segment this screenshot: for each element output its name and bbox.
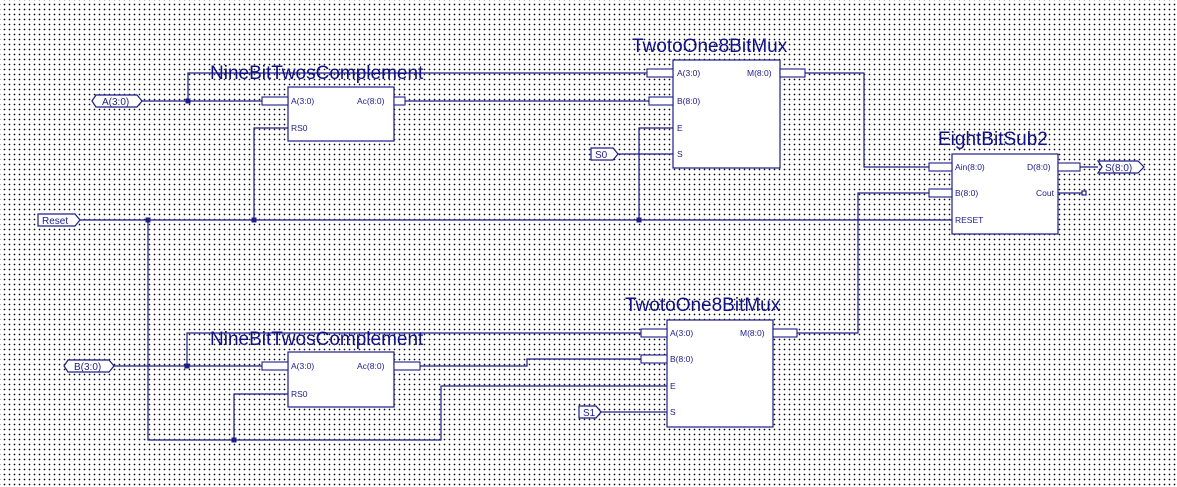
- mux-top-title: TwotoOne8BitMux: [632, 36, 788, 57]
- mux-bot-block[interactable]: TwotoOne8BitMux A(3:0) B(8:0) E S M(8:0): [625, 295, 798, 428]
- comp-bot-pin-a-label: A(3:0): [291, 361, 314, 371]
- mux-top-pin-s-label: S: [677, 149, 683, 159]
- mux-bot-pin-a-label: A(3:0): [670, 328, 693, 338]
- mux-bot-b-pin: [640, 354, 668, 364]
- junction-dot: [145, 217, 151, 223]
- comp-bot-block[interactable]: NineBitTwosComplement A(3:0) RS0 Ac(8:0): [210, 329, 424, 408]
- port-a-shape: [91, 94, 143, 108]
- sub-pin-reset-label: RESET: [955, 215, 983, 225]
- port-reset-label: Reset: [42, 216, 68, 227]
- comp-top-pin-rs-label: RS0: [291, 123, 308, 133]
- comp-top-pin-ac-label: Ac(8:0): [357, 96, 385, 106]
- comp-bot-ac-pin: [393, 361, 421, 371]
- mux-bot-m-pin: [772, 328, 798, 338]
- wire-reset-e-top: [638, 127, 673, 220]
- wire-b-to-mux-bot: [186, 332, 641, 366]
- comp-bot-title: NineBitTwosComplement: [210, 329, 424, 350]
- comp-top-body: [287, 86, 395, 142]
- sub-pin-cout-label: Cout: [1036, 188, 1055, 198]
- mux-bot-a-pin: [640, 328, 668, 338]
- junction-dot: [251, 217, 257, 223]
- port-s-output[interactable]: S(8:0): [1096, 160, 1145, 174]
- port-a-label: A(3:0): [102, 97, 129, 108]
- port-b-label: B(3:0): [74, 362, 101, 373]
- junctions: [145, 98, 1087, 443]
- sub-pin-b-label: B(8:0): [955, 188, 978, 198]
- port-s-shape: [1096, 160, 1145, 174]
- port-s-label: S(8:0): [1105, 163, 1132, 174]
- mux-top-b-pin: [648, 96, 674, 106]
- mux-bot-pin-b-label: B(8:0): [670, 354, 693, 364]
- port-a-input[interactable]: A(3:0): [91, 94, 143, 108]
- wire-reset-rs0-top: [253, 127, 289, 220]
- mux-bot-body: [666, 319, 774, 428]
- junction-dot: [185, 98, 191, 104]
- mux-top-pin-a-label: A(3:0): [677, 68, 700, 78]
- mux-top-body: [672, 59, 781, 169]
- mux-bot-pin-e-label: E: [670, 381, 676, 391]
- wire-m-top: [805, 72, 929, 168]
- port-b-shape: [63, 359, 115, 373]
- mux-top-pin-b-label: B(8:0): [677, 96, 700, 106]
- wire-ac-bot: [420, 358, 641, 367]
- wire-reset-rs0-bot: [233, 393, 289, 440]
- mux-top-pin-e-label: E: [677, 123, 683, 133]
- sub-ain-pin: [928, 162, 953, 172]
- sub-pin-d-label: D(8:0): [1027, 162, 1051, 172]
- port-s0-label: S0: [595, 150, 608, 161]
- port-s1-input[interactable]: S1: [578, 405, 602, 419]
- mux-top-pin-m-label: M(8:0): [747, 68, 772, 78]
- port-s1-shape: [578, 405, 602, 419]
- port-s1-label: S1: [583, 408, 596, 419]
- mux-top-block[interactable]: TwotoOne8BitMux A(3:0) B(8:0) E S M(8:0): [632, 36, 806, 169]
- comp-bot-pin-rs-label: RS0: [291, 389, 308, 399]
- wire-m-bot: [797, 192, 929, 334]
- mux-bot-pin-m-label: M(8:0): [740, 328, 765, 338]
- comp-bot-pin-ac-label: Ac(8:0): [357, 361, 385, 371]
- wire-reset-bottom: [147, 220, 667, 441]
- sub-d-pin: [1057, 162, 1081, 172]
- junction-dot: [184, 363, 190, 369]
- port-s0-input[interactable]: S0: [590, 147, 619, 161]
- mux-bot-pin-s-label: S: [670, 407, 676, 417]
- comp-bot-a-pin: [261, 361, 289, 371]
- port-reset-input[interactable]: Reset: [37, 213, 81, 227]
- comp-bot-body: [287, 351, 395, 408]
- comp-top-title: NineBitTwosComplement: [210, 63, 424, 84]
- sub-block[interactable]: EightBitSub2 Ain(8:0) B(8:0) RESET D(8:0…: [928, 129, 1081, 235]
- port-s0-shape: [590, 147, 619, 161]
- junction-dot: [231, 437, 237, 443]
- sub-b-pin: [928, 188, 953, 198]
- port-b-input[interactable]: B(3:0): [63, 359, 115, 373]
- mux-top-m-pin: [779, 68, 806, 78]
- sub-title: EightBitSub2: [938, 129, 1048, 150]
- wire-a-to-mux-top: [187, 72, 647, 101]
- comp-top-pin-a-label: A(3:0): [291, 96, 314, 106]
- mux-top-a-pin: [646, 68, 674, 78]
- comp-top-ac-pin: [393, 96, 406, 106]
- mux-bot-title: TwotoOne8BitMux: [625, 295, 781, 316]
- junction-dot: [636, 217, 642, 223]
- comp-top-a-pin: [261, 96, 289, 106]
- comp-top-block[interactable]: NineBitTwosComplement A(3:0) RS0 Ac(8:0): [210, 63, 424, 142]
- sub-pin-ain-label: Ain(8:0): [955, 162, 985, 172]
- cout-terminal: [1081, 190, 1087, 196]
- port-reset-shape: [37, 213, 81, 227]
